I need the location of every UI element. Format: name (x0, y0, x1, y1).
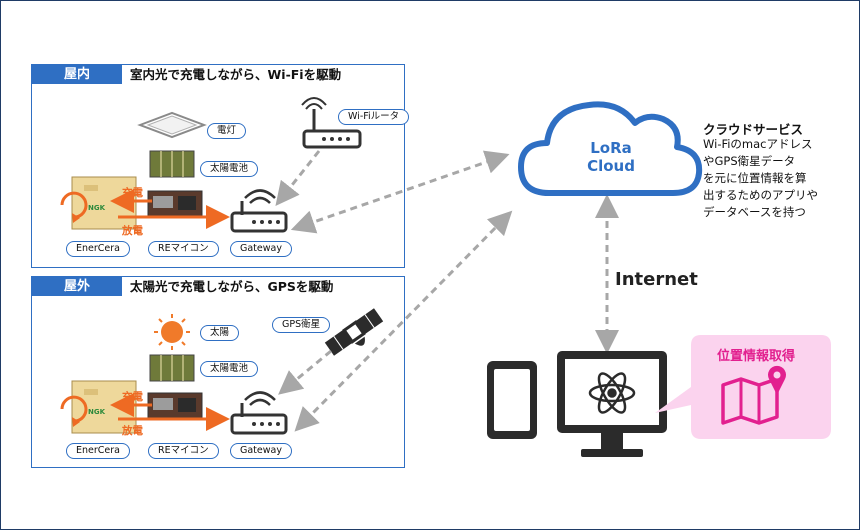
tag-mcu: REマイコン (148, 443, 219, 459)
svg-text:NGK: NGK (88, 204, 106, 212)
ceiling-light-icon (137, 111, 207, 139)
tag-solar: 太陽電池 (200, 361, 259, 377)
svg-text:Cloud: Cloud (587, 157, 635, 175)
outdoor-label: 屋外 (32, 277, 122, 296)
satellite-gateway-link (278, 349, 332, 395)
indoor-label: 屋内 (32, 65, 122, 84)
re-microcontroller-icon (147, 392, 203, 420)
lora-cloud-icon: LoRa Cloud (518, 101, 703, 196)
outdoor-cloud-link (294, 210, 513, 432)
tag-gateway: Gateway (230, 241, 292, 257)
recharge-cycle-icon (60, 395, 88, 427)
tag-enercera: EnerCera (66, 241, 130, 257)
indoor-illustration: NGK (60, 97, 362, 233)
svg-text:LoRa: LoRa (590, 139, 632, 157)
wifi-router-icon (301, 97, 362, 149)
charge-label: 充電 (122, 391, 143, 403)
indoor-title: 室内光で充電しながら、Wi-Fiを駆動 (130, 67, 342, 82)
monitor-icon (557, 351, 667, 457)
tag-light: 電灯 (207, 123, 247, 139)
cloud-service-title: クラウドサービス (703, 122, 804, 137)
smartphone-icon (487, 361, 537, 439)
tag-gateway: Gateway (230, 443, 292, 459)
svg-text:NGK: NGK (88, 408, 106, 416)
location-label: 位置情報取得 (717, 349, 796, 364)
map-pin-icon (721, 365, 786, 425)
tag-enercera: EnerCera (66, 443, 130, 459)
tag-mcu: REマイコン (148, 241, 219, 257)
internet-label: Internet (615, 269, 698, 290)
gateway-icon (230, 189, 288, 233)
solar-cell-icon (149, 354, 195, 382)
tag-router: Wi-Fiルータ (338, 109, 410, 125)
tag-solar: 太陽電池 (200, 161, 259, 177)
indoor-cloud-link (290, 150, 510, 234)
discharge-label: 放電 (122, 225, 143, 237)
location-bubble (655, 335, 831, 439)
atom-app-icon (588, 372, 636, 414)
tag-sun: 太陽 (200, 325, 240, 341)
router-gateway-link (275, 150, 321, 207)
charge-label: 充電 (122, 187, 143, 199)
cloud-service-description: Wi-Fiのmacアドレス やGPS衛星データ を元に位置情報を算 出するための… (703, 137, 818, 219)
outdoor-title: 太陽光で充電しながら、GPSを駆動 (130, 279, 334, 294)
gateway-icon (230, 391, 288, 435)
discharge-label: 放電 (122, 425, 143, 437)
sun-icon (154, 314, 190, 350)
recharge-cycle-icon (60, 191, 88, 223)
solar-cell-icon (149, 150, 195, 178)
